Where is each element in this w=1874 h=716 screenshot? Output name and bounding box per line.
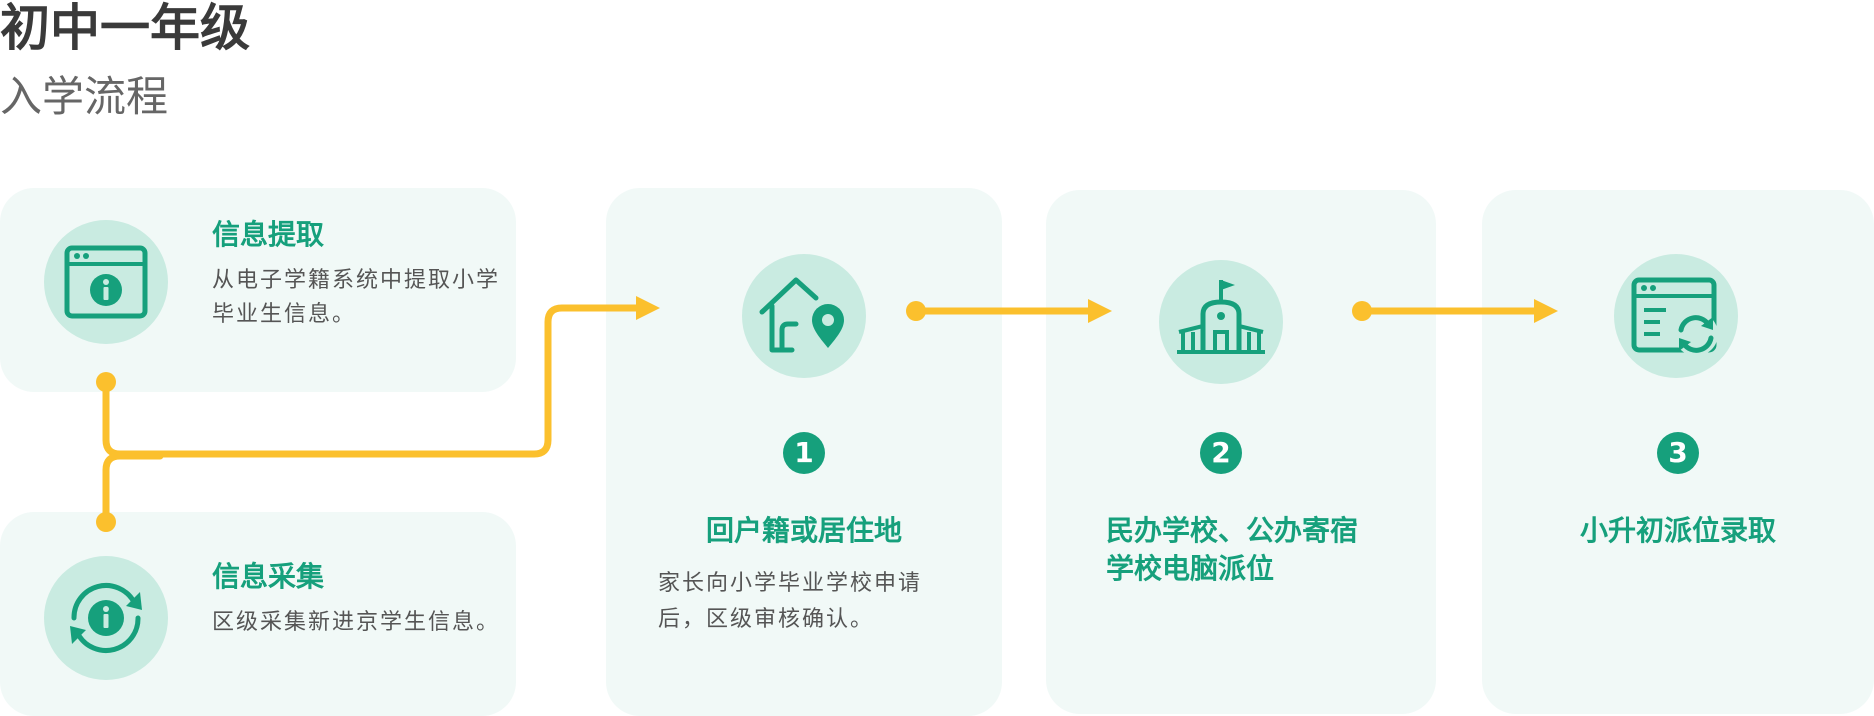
step-title: 民办学校、公办寄宿学校电脑派位 (1106, 514, 1359, 585)
info-card-description: 从电子学籍系统中提取小学毕业生信息。 (212, 268, 501, 327)
school-icon (1159, 260, 1283, 384)
step-number: 2 (1200, 432, 1242, 474)
refresh-info-icon (44, 556, 168, 680)
step-card-3: 3 小升初派位录取 (1482, 190, 1874, 714)
info-card-title: 信息采集 (212, 560, 325, 593)
home-location-icon (742, 254, 866, 378)
browser-info-icon (44, 220, 168, 344)
page-title: 初中一年级 (0, 0, 250, 57)
info-card-title: 信息提取 (212, 218, 325, 251)
info-card-extraction: 信息提取 从电子学籍系统中提取小学毕业生信息。 (0, 188, 516, 392)
info-card-collection: 信息采集 区级采集新进京学生信息。 (0, 512, 516, 716)
step-title: 回户籍或居住地 (705, 514, 902, 547)
info-card-description: 区级采集新进京学生信息。 (212, 610, 501, 635)
step-card-1: 1 回户籍或居住地 家长向小学毕业学校申请后，区级审核确认。 (606, 188, 1002, 716)
step-description: 家长向小学毕业学校申请后，区级审核确认。 (658, 571, 923, 632)
browser-sync-icon (1614, 254, 1738, 378)
step-title: 小升初派位录取 (1579, 514, 1776, 547)
step-number: 3 (1657, 432, 1699, 474)
step-card-2: 2 民办学校、公办寄宿学校电脑派位 (1046, 190, 1436, 714)
page-subtitle: 入学流程 (0, 72, 169, 121)
step-number: 1 (783, 432, 825, 474)
